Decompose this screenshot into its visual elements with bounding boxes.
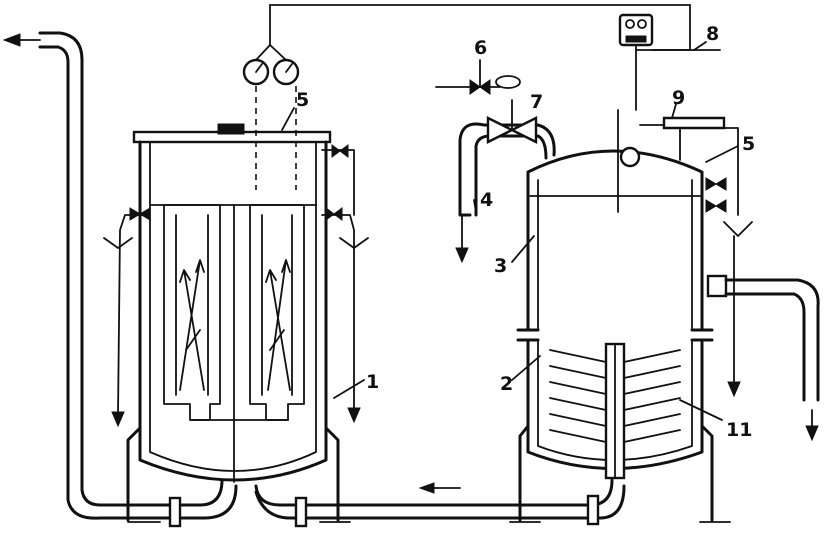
label-3: 3 [494, 255, 507, 277]
pressure-gauges [242, 4, 691, 190]
left-vessel [126, 123, 340, 522]
part-labels: 5 1 6 7 4 3 2 8 9 5 11 [296, 23, 755, 441]
controller-box [618, 13, 721, 111]
right-vessel [516, 109, 714, 522]
label-1: 1 [366, 371, 379, 393]
label-11: 11 [726, 419, 752, 441]
label-4: 4 [480, 189, 493, 211]
label-9: 9 [672, 87, 685, 109]
bottom-pipe [127, 478, 731, 528]
leader-lines [281, 41, 739, 421]
label-8: 8 [706, 23, 719, 45]
label-6: 6 [474, 37, 487, 59]
label-5-right: 5 [742, 133, 755, 155]
label-2: 2 [500, 373, 513, 395]
label-7: 7 [530, 91, 543, 113]
right-side-fittings [639, 116, 820, 442]
valve-line [435, 59, 556, 264]
left-drain-lines [103, 144, 369, 428]
label-5-left: 5 [296, 89, 309, 111]
exhaust-pipe [2, 31, 170, 520]
